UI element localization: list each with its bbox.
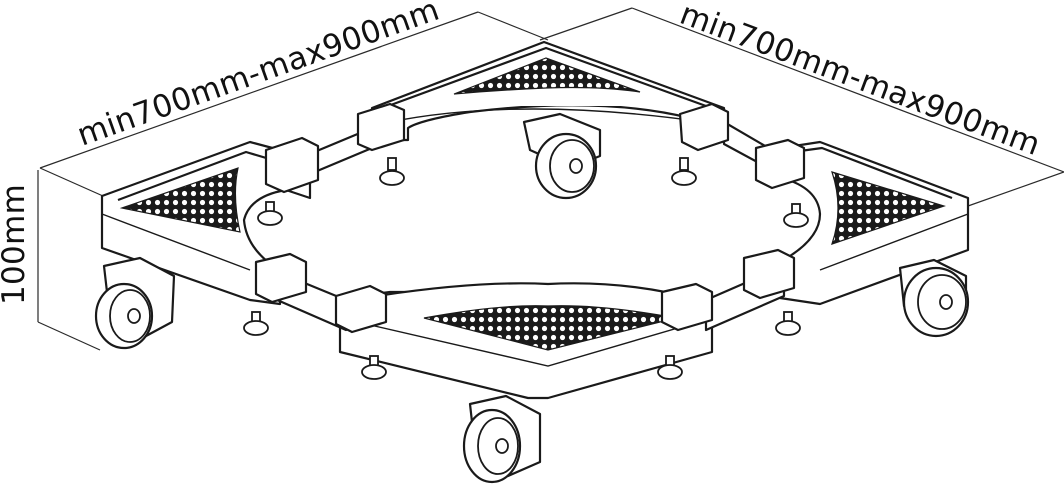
foot-icon [257,201,283,226]
mesh-pad-right [831,171,946,245]
rails [254,102,806,334]
dimension-height: 100mm [0,184,32,305]
caster-wheel-left [94,256,176,350]
foot-icon [783,203,809,228]
foot-icon [657,355,683,380]
caster-wheels [94,112,970,484]
dimension-lines [37,7,1064,351]
mesh-pad-left [119,167,241,233]
mesh-pad-back [453,57,641,95]
corner-front [338,282,714,400]
foot-icon [775,311,801,336]
mesh-pad-front [423,305,677,351]
foot-icon [243,311,269,336]
adjustable-feet [243,157,809,380]
foot-icon [361,355,387,380]
caster-wheel-right [898,258,970,338]
foot-icon [379,157,405,186]
foot-icon [671,157,697,186]
corner-back [370,40,726,142]
caster-wheel-front [462,394,542,484]
caster-wheel-back [522,112,602,200]
